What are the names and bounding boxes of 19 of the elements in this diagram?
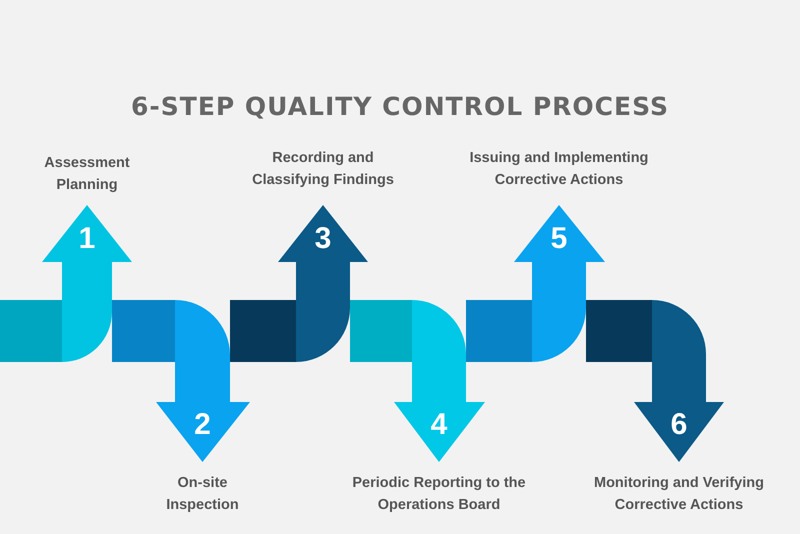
step-label: Assessment Planning [43, 154, 131, 195]
step-number: 6 [670, 408, 688, 442]
step-number: 1 [78, 222, 96, 256]
step-number: 3 [314, 222, 332, 256]
step-label: Issuing and Implementing Corrective Actions [468, 149, 650, 190]
step-label: Periodic Reporting to the Operations Board [351, 474, 527, 515]
up-arrow [230, 205, 368, 362]
step-number: 2 [193, 408, 212, 442]
up-arrow [466, 205, 605, 362]
down-arrow [586, 300, 724, 462]
up-arrow [0, 205, 132, 362]
down-arrow [112, 300, 250, 462]
step-label: On-site Inspection [165, 474, 240, 515]
down-arrow [350, 300, 485, 462]
step-label: Monitoring and Verifying Corrective Actions [593, 474, 765, 515]
step-number: 5 [550, 222, 568, 256]
diagram-title: 6-STEP QUALITY CONTROL PROCESS [130, 92, 670, 121]
step-label: Recording and Classifying Findings [251, 149, 395, 190]
step-number: 4 [430, 408, 448, 442]
